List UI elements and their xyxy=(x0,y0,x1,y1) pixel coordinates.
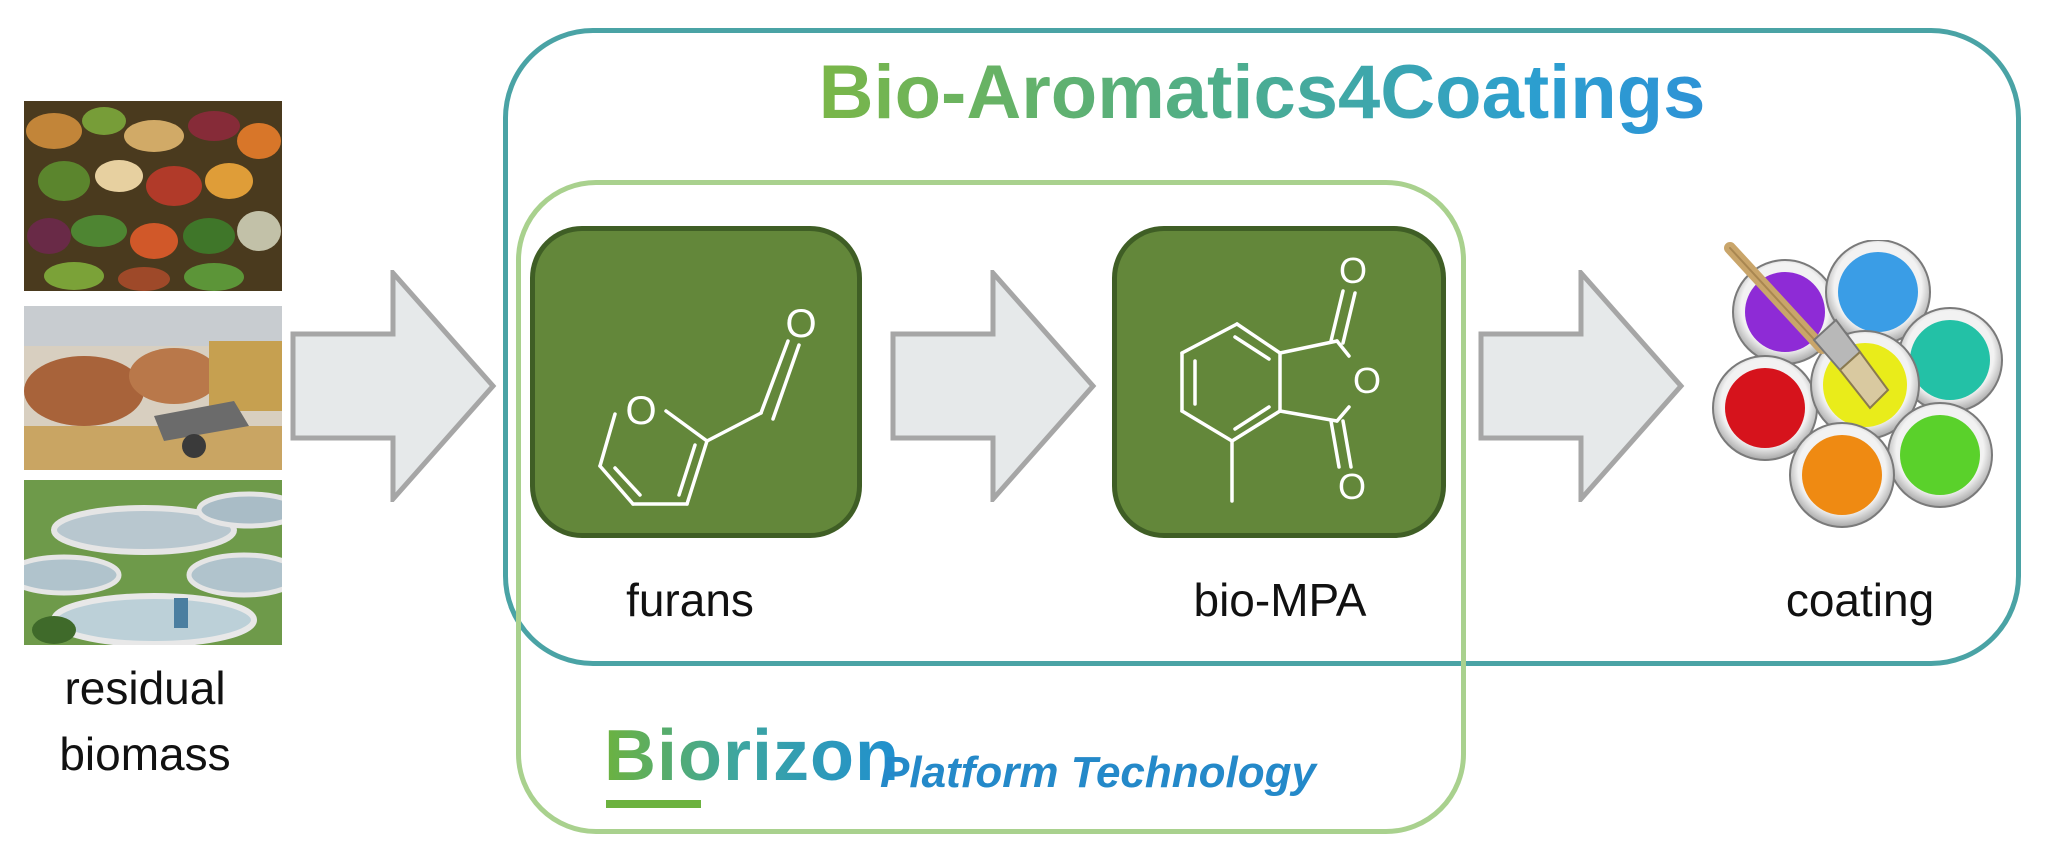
residual-label-line1: residual xyxy=(64,662,226,714)
platform-technology-label: Platform Technology xyxy=(880,748,1316,797)
svg-text:O: O xyxy=(1339,250,1367,291)
bio-mpa-molecule-box: O O O xyxy=(1112,226,1446,538)
residual-biomass-label: residual biomass xyxy=(0,660,290,782)
furfural-molecule-box: O O xyxy=(530,226,862,538)
svg-text:O: O xyxy=(785,302,816,346)
project-title: Bio-Aromatics4Coatings xyxy=(818,50,1706,135)
arrow-furans-to-bio-mpa xyxy=(890,270,1097,502)
biorizon-logo: Biorizon xyxy=(604,716,900,796)
biomass-photo-food-waste xyxy=(24,101,282,291)
biomass-photo-cattle-straw xyxy=(24,306,282,470)
coating-label: coating xyxy=(1785,574,1935,626)
svg-text:O: O xyxy=(1353,360,1381,401)
paint-cans-icon xyxy=(1712,240,2003,528)
svg-text:O: O xyxy=(625,389,656,433)
furans-label: furans xyxy=(626,574,754,626)
bio-mpa-label: bio-MPA xyxy=(1193,574,1367,626)
arrow-biomass-to-furans xyxy=(290,270,497,502)
biomass-photo-water-treatment xyxy=(24,480,282,645)
svg-text:O: O xyxy=(1338,466,1366,507)
paint-brush-icon xyxy=(1724,242,1890,410)
arrow-bio-mpa-to-coating xyxy=(1478,270,1685,502)
residual-label-line2: biomass xyxy=(59,728,231,780)
biorizon-logo-underline xyxy=(606,800,701,808)
methylphthalic-anhydride-structure-icon: O O O xyxy=(1180,250,1381,507)
furfural-structure-icon: O O xyxy=(598,302,817,506)
project-frame xyxy=(503,28,2021,666)
platform-frame xyxy=(516,180,1466,834)
